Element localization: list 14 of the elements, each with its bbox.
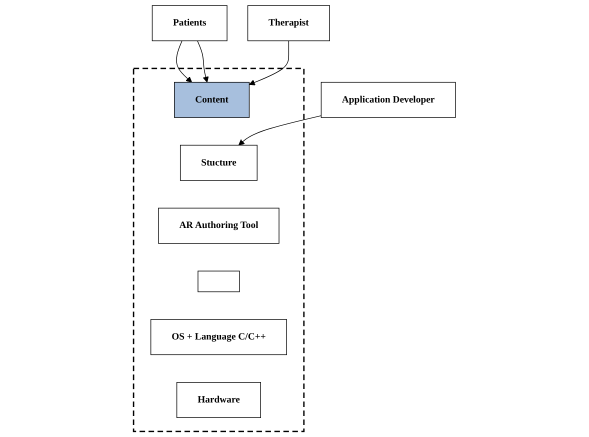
node-box: AR Authoring Tool [158, 208, 280, 244]
node-box: Stucture [180, 144, 258, 181]
node-box [198, 270, 240, 292]
node-box: Content [174, 82, 250, 118]
node-box: Therapist [247, 5, 330, 42]
node-box: Hardware [176, 382, 261, 418]
arrow [176, 40, 192, 83]
arrow [248, 40, 290, 86]
arrow [197, 40, 209, 83]
node-box: Application Developer [320, 82, 456, 118]
node-box: OS + Language C/C++ [150, 319, 287, 356]
cluster [132, 68, 305, 432]
node-box: Patients [152, 5, 228, 42]
arrow [238, 115, 322, 146]
